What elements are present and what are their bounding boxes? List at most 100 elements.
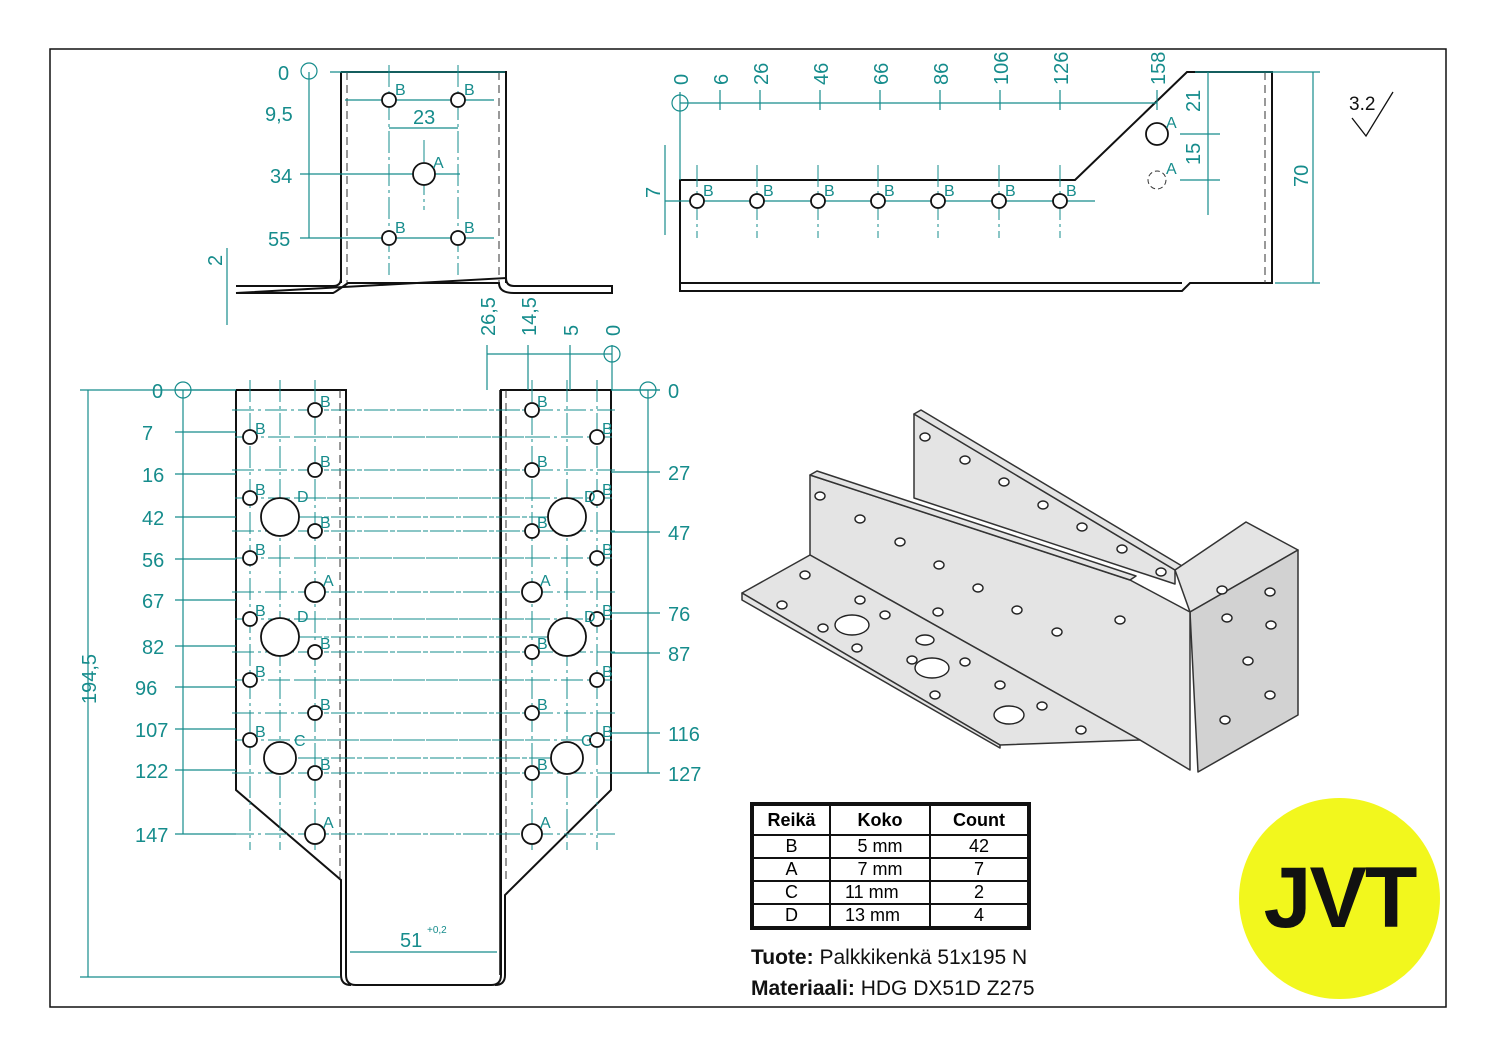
hole-a — [521, 581, 543, 603]
hole-b — [524, 462, 540, 478]
hole-b — [307, 523, 323, 539]
hole-label: B — [464, 82, 475, 99]
cell: C — [751, 880, 831, 905]
hole-label: B — [602, 421, 613, 438]
jvt-logo: JVT — [1239, 798, 1440, 999]
hole-label: B — [320, 757, 331, 774]
dim-label: 70 — [1291, 165, 1313, 187]
cell: 42 — [929, 834, 1030, 859]
dim-label: 15 — [1183, 143, 1205, 165]
hole-label: B — [763, 183, 774, 200]
dim-label: 0 — [278, 63, 289, 85]
iso-hole — [1114, 615, 1126, 625]
hole-b — [589, 550, 605, 566]
hole-b — [307, 462, 323, 478]
cell: B — [751, 834, 831, 859]
hole-label: B — [255, 603, 266, 620]
dim-label: 126 — [1051, 52, 1073, 85]
hole-b — [524, 402, 540, 418]
hole-d — [260, 497, 300, 537]
hole-label: B — [320, 636, 331, 653]
iso-hole — [854, 514, 866, 524]
dim-label: 67 — [142, 591, 164, 613]
roughness-value: 3.2 — [1349, 94, 1375, 115]
dim-label: 2 — [205, 255, 227, 266]
hole-b — [589, 732, 605, 748]
hole-label: D — [297, 489, 309, 506]
dim-label: 34 — [270, 166, 292, 188]
iso-hole-large — [914, 657, 950, 679]
hole-label: A — [540, 573, 551, 590]
iso-hole — [1264, 690, 1276, 700]
dim-label: 116 — [668, 724, 700, 746]
dim-label: 42 — [142, 508, 164, 530]
material-value: HDG DX51D Z275 — [860, 977, 1035, 1000]
hole-b — [524, 765, 540, 781]
cell: 4 — [929, 903, 1030, 929]
iso-hole — [776, 600, 788, 610]
iso-hole — [1116, 544, 1128, 554]
hole-label: B — [1005, 183, 1016, 200]
hole-label: A — [323, 815, 334, 832]
dim-label: 9,5 — [265, 104, 293, 126]
hole-label: B — [602, 603, 613, 620]
hole-d — [547, 617, 587, 657]
hole-label: B — [602, 542, 613, 559]
cell: 7 — [929, 857, 1030, 882]
dim-label: 7 — [643, 187, 665, 198]
dim-label: 96 — [135, 678, 157, 700]
cell: 7 mm — [829, 857, 931, 882]
dim-label: 0 — [671, 74, 693, 85]
hole-d — [547, 497, 587, 537]
hole-label: D — [584, 609, 596, 626]
drawing-frame — [49, 48, 1447, 1008]
hole-label: B — [395, 82, 406, 99]
hole-b — [307, 705, 323, 721]
hole-b — [589, 611, 605, 627]
dim-label: 86 — [931, 63, 953, 85]
iso-hole — [919, 432, 931, 442]
hole-label: B — [537, 454, 548, 471]
hole-label: B — [537, 636, 548, 653]
hole-label: B — [884, 183, 895, 200]
hole-label: A — [1166, 115, 1177, 132]
hole-b — [242, 732, 258, 748]
iso-hole — [879, 610, 891, 620]
dim-label: 76 — [668, 604, 690, 626]
hole-b — [307, 644, 323, 660]
dim-label: 82 — [142, 637, 164, 659]
iso-hole — [1075, 725, 1087, 735]
iso-hole-large — [993, 705, 1025, 725]
dim-label: 6 — [711, 74, 733, 85]
hole-b — [524, 705, 540, 721]
iso-hole — [851, 643, 863, 653]
hole-b — [589, 429, 605, 445]
hole-label: B — [824, 183, 835, 200]
dim-label: 147 — [135, 825, 168, 847]
tolerance-label: +0,2 — [427, 925, 447, 936]
dim-label: 0 — [152, 381, 163, 403]
product-value: Palkkikenkä 51x195 N — [819, 946, 1028, 969]
hole-b — [1052, 193, 1068, 209]
hole-label: B — [255, 664, 266, 681]
iso-hole — [1155, 567, 1167, 577]
dim-label: 5 — [561, 325, 583, 336]
hole-label: B — [602, 664, 613, 681]
dim-label: 56 — [142, 550, 164, 572]
dim-label: 66 — [871, 63, 893, 85]
iso-hole — [906, 655, 918, 665]
header-koko: Koko — [829, 803, 931, 836]
hole-b — [242, 429, 258, 445]
iso-hole — [929, 690, 941, 700]
dim-label: 194,5 — [79, 654, 101, 704]
dim-label: 16 — [142, 465, 164, 487]
hole-b — [991, 193, 1007, 209]
hole-label: B — [320, 697, 331, 714]
dim-label: 55 — [268, 229, 290, 251]
hole-b — [242, 672, 258, 688]
iso-hole — [1219, 715, 1231, 725]
cell: 13 mm — [829, 903, 931, 929]
